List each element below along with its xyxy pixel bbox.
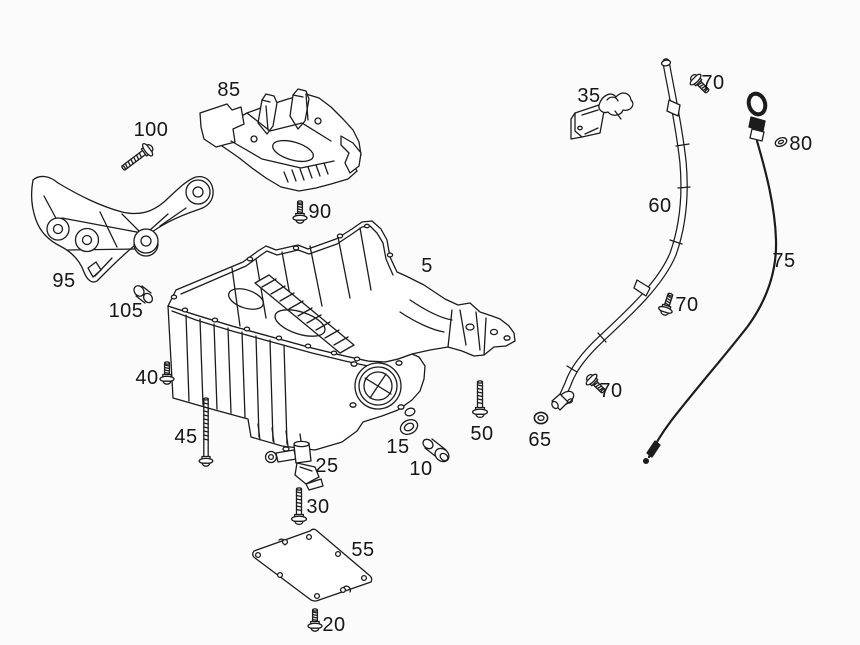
small-seal-part: [774, 136, 788, 148]
oil-pan-part: [167, 220, 516, 451]
bolt-20: [307, 608, 323, 632]
bolt-30: [290, 487, 308, 526]
bolt-70-lower: [582, 370, 610, 398]
seal-ring-part: [399, 419, 419, 435]
bolt-50: [471, 380, 489, 419]
screw-plug-part: [422, 438, 450, 463]
bolt-90: [292, 200, 308, 224]
baffle-bracket-part: [199, 88, 362, 192]
holder-bracket-part: [570, 92, 634, 140]
bolt-70-middle: [656, 290, 678, 318]
bolt-100: [117, 139, 158, 176]
support-bracket-part: [30, 175, 214, 283]
dipstick-part: [642, 91, 778, 465]
cover-plate-part: [252, 528, 373, 602]
o-ring-part: [533, 411, 549, 425]
pressed-plug-part: [133, 285, 154, 304]
dipstick-guide-tube-part: [551, 58, 691, 411]
oil-level-sensor-part: [264, 440, 324, 491]
bolt-70-top: [686, 70, 714, 98]
